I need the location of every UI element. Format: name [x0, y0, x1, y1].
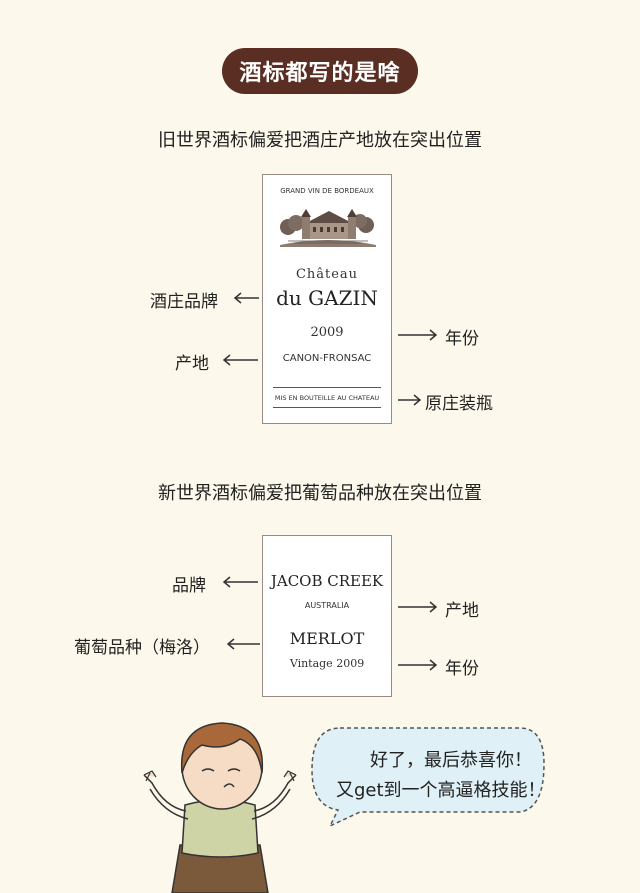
speech-line-2: 又get到一个高逼格技能！	[336, 780, 546, 801]
label-top-text: GRAND VIN DE BORDEAUX	[280, 187, 374, 195]
arrow-right-icon	[398, 329, 438, 341]
annotation-estate-brand: 酒庄品牌	[150, 292, 218, 312]
arrow-left-icon	[222, 354, 258, 366]
chateau-line: Château	[295, 267, 359, 282]
arrow-left-icon	[226, 638, 260, 650]
label-divider	[273, 387, 381, 388]
annotation-origin: 产地	[445, 601, 479, 621]
chateau-illustration	[280, 209, 376, 247]
speech-bubble	[311, 727, 545, 828]
annotation-origin: 产地	[175, 354, 209, 374]
annotation-brand: 品牌	[172, 576, 206, 596]
label-variety: MERLOT	[289, 629, 365, 648]
arrow-right-icon	[398, 601, 438, 613]
annotation-vintage: 年份	[445, 659, 479, 679]
estate-name: du GAZIN	[276, 286, 378, 310]
page-title: 酒标都写的是啥	[222, 48, 418, 94]
arrow-right-icon	[398, 394, 422, 406]
label-country: AUSTRALIA	[304, 601, 350, 610]
arrow-left-icon	[233, 292, 259, 304]
old-world-caption: 旧世界酒标偏爱把酒庄产地放在突出位置	[158, 130, 482, 151]
annotation-variety: 葡萄品种（梅洛）	[74, 638, 210, 658]
old-world-wine-label: GRAND VIN DE BORDEAUX Château du GAZIN 2…	[262, 174, 392, 424]
arrow-right-icon	[398, 659, 438, 671]
new-world-caption: 新世界酒标偏爱把葡萄品种放在突出位置	[158, 483, 482, 504]
label-vintage: Vintage 2009	[289, 657, 365, 670]
annotation-vintage: 年份	[445, 329, 479, 349]
label-divider	[273, 407, 381, 408]
speech-line-1: 好了，最后恭喜你！	[370, 750, 532, 771]
label-year: 2009	[310, 325, 344, 340]
annotation-estate-bottled: 原庄装瓶	[425, 394, 493, 414]
arrow-left-icon	[222, 576, 258, 588]
new-world-wine-label: JACOB CREEK AUSTRALIA MERLOT Vintage 200…	[262, 535, 392, 697]
label-brand: JACOB CREEK	[270, 572, 384, 590]
label-bottled: MIS EN BOUTEILLE AU CHATEAU	[274, 394, 380, 402]
cartoon-character-illustration	[143, 722, 297, 893]
label-region: CANON-FRONSAC	[282, 353, 372, 364]
